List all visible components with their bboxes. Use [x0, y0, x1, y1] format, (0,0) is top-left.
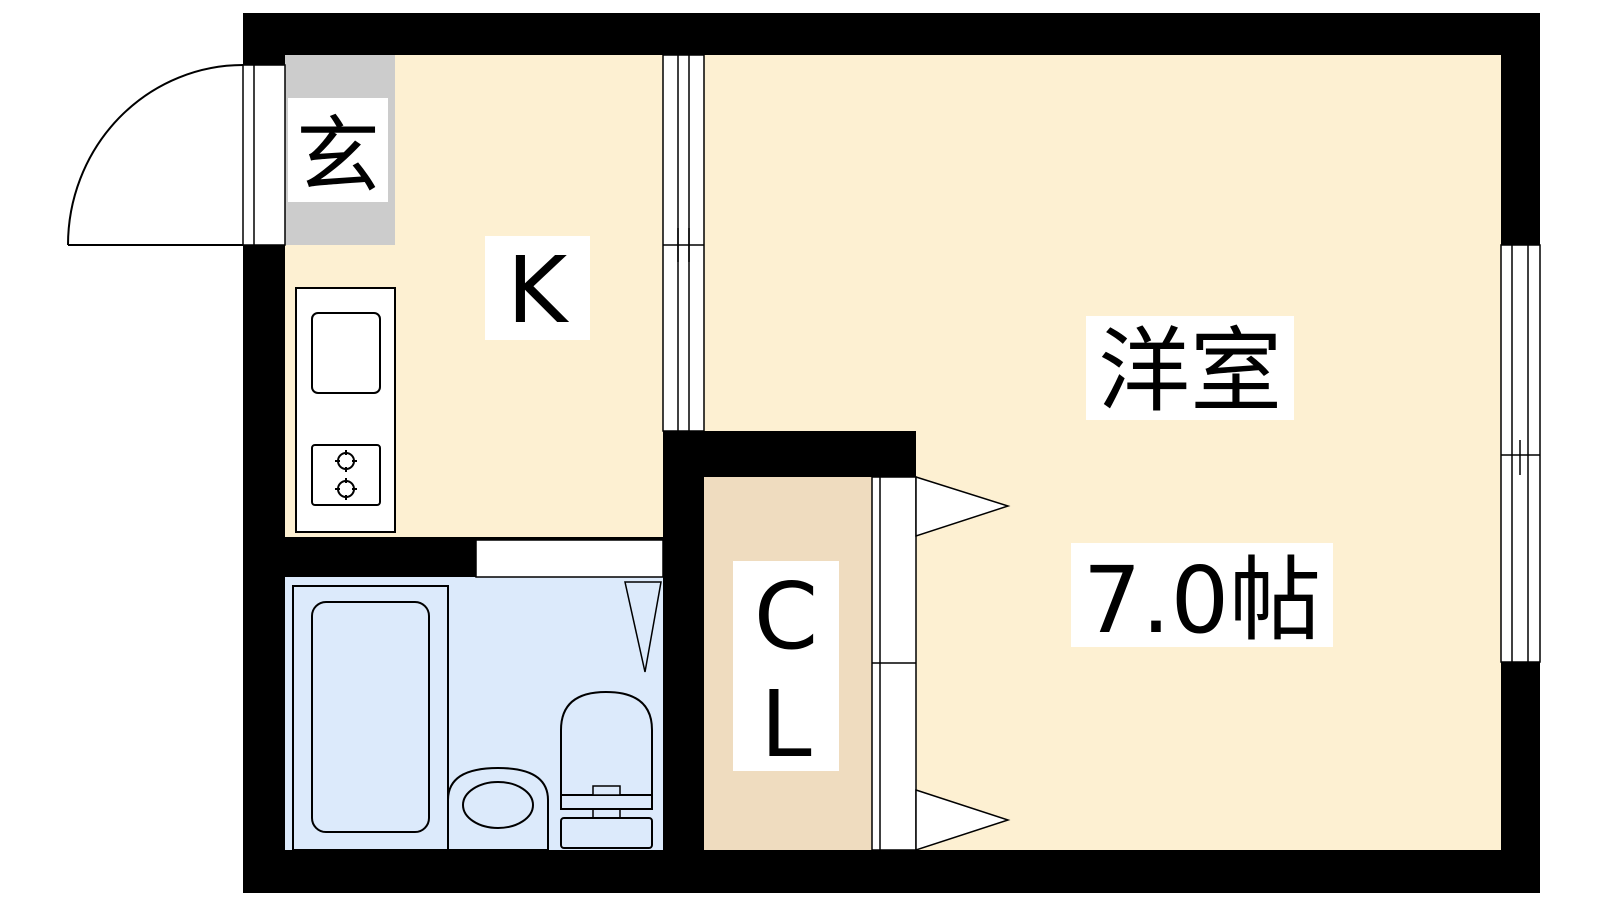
toilet-tank-lid — [592, 785, 621, 796]
closet-label-l: L — [760, 671, 811, 778]
bath-door-swing — [624, 581, 662, 673]
washbasin-bowl — [462, 781, 534, 829]
closet-block-wall — [663, 431, 916, 477]
bath-door-opening — [475, 539, 664, 578]
kitchen-label: K — [507, 237, 570, 344]
bathtub-basin — [311, 601, 430, 833]
closet-label-c: C — [754, 563, 818, 670]
genkan-label: 玄 — [296, 107, 380, 205]
closet-side-wall — [663, 431, 704, 850]
toilet-tank — [560, 794, 653, 810]
entrance-door-swing — [67, 64, 244, 246]
closet-door-swing-upper — [915, 475, 1011, 538]
toilet-base — [560, 817, 653, 849]
sink — [311, 312, 381, 394]
sliding-partition[interactable] — [662, 54, 705, 432]
entrance-door-opening[interactable] — [242, 64, 286, 246]
western-room-size: 7.0帖 — [1083, 547, 1321, 654]
toilet-bowl — [560, 690, 653, 796]
western-room-label: 洋室 — [1098, 318, 1282, 425]
stove — [311, 444, 381, 506]
closet-door-swing-lower — [915, 788, 1011, 852]
